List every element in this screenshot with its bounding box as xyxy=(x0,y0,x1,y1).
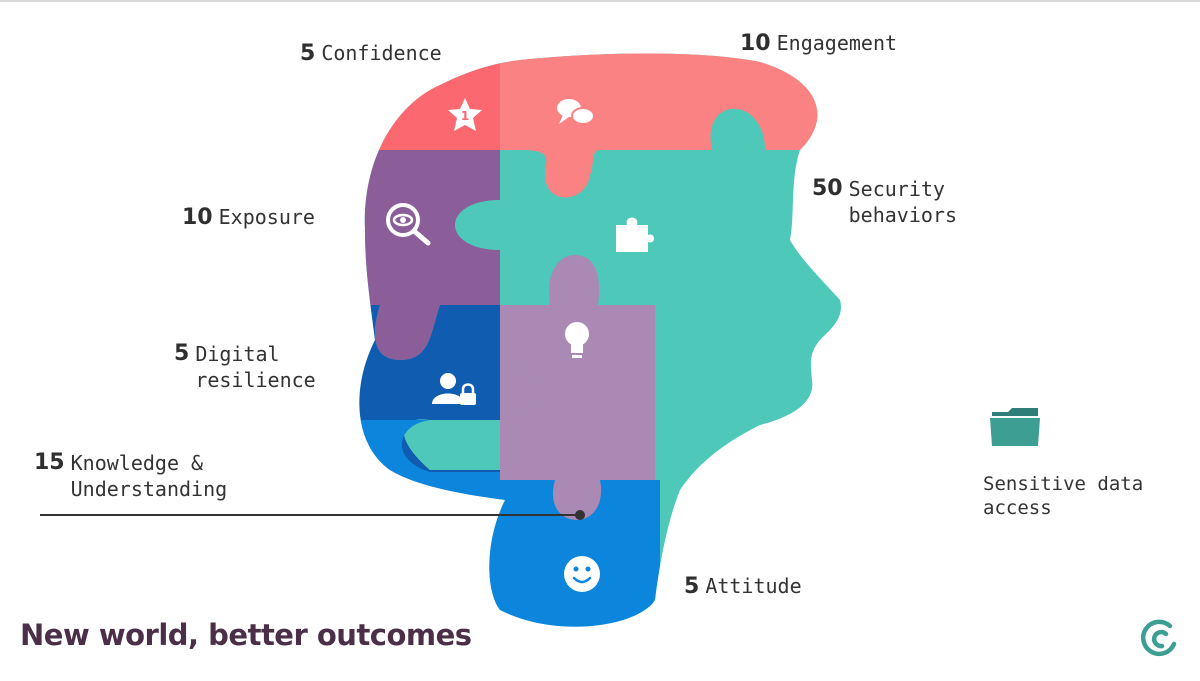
idea-region xyxy=(500,255,655,520)
knowledge-pointer-dot xyxy=(575,510,585,520)
knowledge-understanding-label: 15 Knowledge & Understanding xyxy=(34,450,228,501)
chat-bubbles-icon xyxy=(557,99,595,125)
star-badge-icon: 1 xyxy=(448,98,482,131)
sensitive-data-line2: access xyxy=(983,497,1052,519)
digital-resilience-label: 5 Digital resilience xyxy=(174,341,316,392)
puzzle-piece-icon xyxy=(616,217,654,252)
sensitive-data-note: Sensitive data access xyxy=(983,472,1143,520)
top-divider xyxy=(0,0,1200,2)
security-behaviors-label: 50 Security behaviors xyxy=(812,176,957,227)
smiley-icon xyxy=(564,556,600,592)
company-logo-icon xyxy=(1141,619,1177,657)
lightbulb-icon xyxy=(565,322,589,358)
digital-resilience-region xyxy=(359,305,500,500)
folder-icon xyxy=(990,408,1040,446)
eye-magnifier-icon xyxy=(386,203,431,246)
svg-text:1: 1 xyxy=(461,109,469,123)
page-title: New world, better outcomes xyxy=(20,618,472,652)
user-lock-icon xyxy=(432,373,476,405)
exposure-region xyxy=(359,150,500,360)
sensitive-data-line1: Sensitive data xyxy=(983,473,1144,495)
